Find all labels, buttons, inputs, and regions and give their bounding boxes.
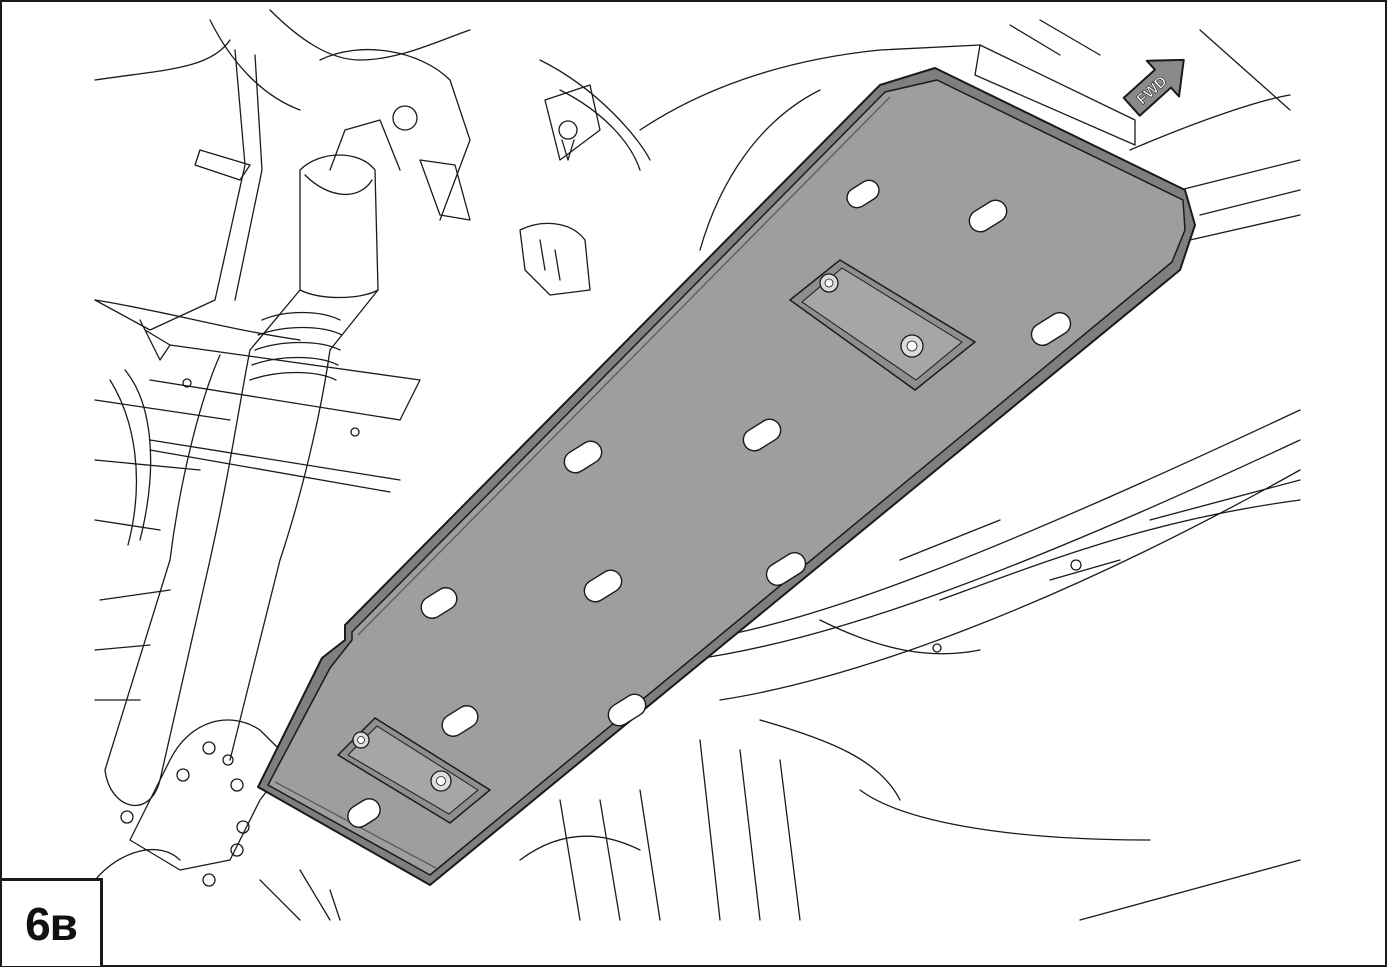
lower-mount-bracket bbox=[336, 717, 492, 824]
upper-mount-bracket bbox=[788, 259, 977, 391]
vehicle-underbody-lines bbox=[94, 9, 1301, 921]
step-number: 6в bbox=[25, 897, 78, 950]
step-number-box: 6в bbox=[2, 878, 103, 966]
skid-plate bbox=[257, 67, 1196, 886]
forward-arrow-icon: FWD bbox=[1122, 58, 1185, 117]
